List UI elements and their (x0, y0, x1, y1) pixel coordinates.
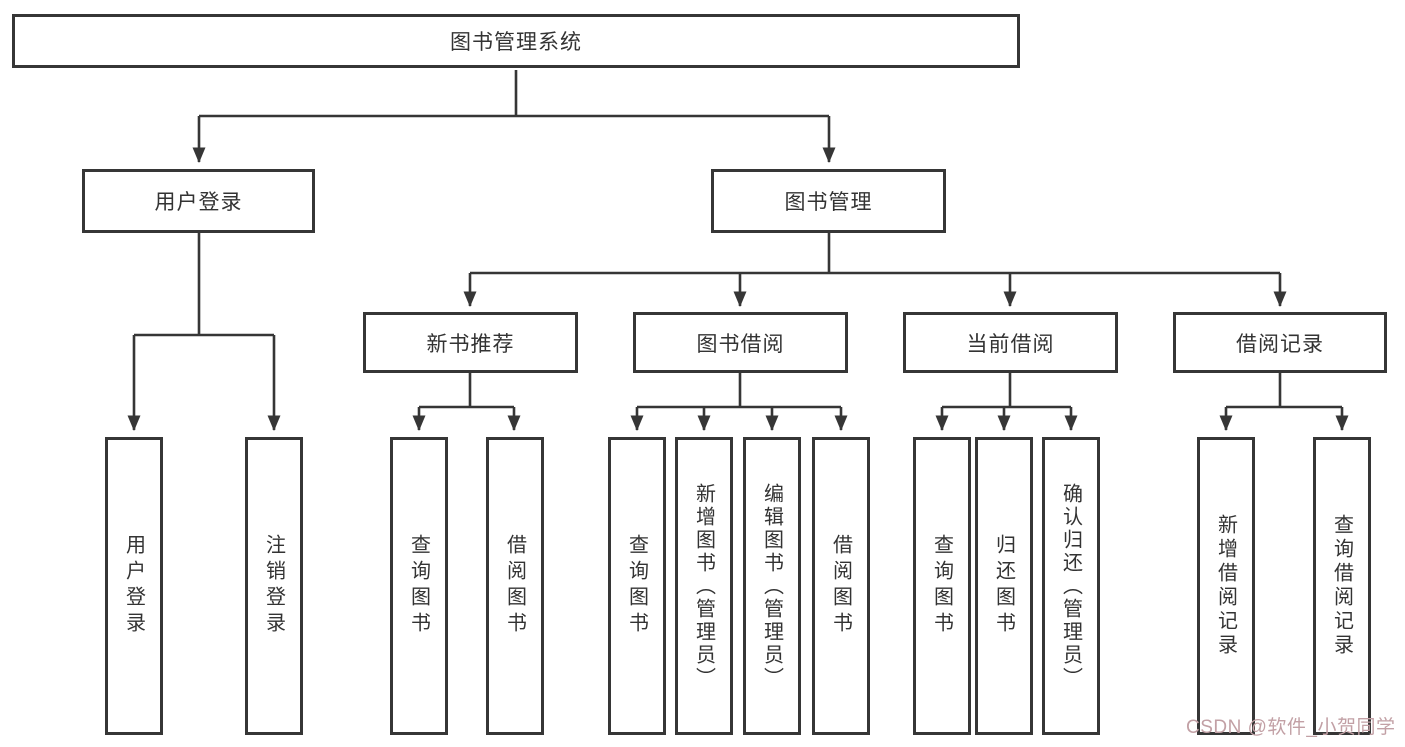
leaf-add-borrow-record-label: 新增借阅记录 (1214, 514, 1237, 658)
leaf-query-books-recommend: 查询图书 (390, 437, 448, 735)
leaf-confirm-return-admin-label: 确认归还（管理员） (1059, 482, 1082, 690)
leaf-add-books-admin: 新增图书（管理员） (675, 437, 733, 735)
leaf-user-login: 用户登录 (105, 437, 163, 735)
leaf-logout: 注销登录 (245, 437, 303, 735)
leaf-edit-books-admin: 编辑图书（管理员） (743, 437, 801, 735)
leaf-borrow-books-recommend-label: 借阅图书 (503, 534, 526, 638)
leaf-add-books-admin-label: 新增图书（管理员） (692, 482, 715, 690)
node-root-system: 图书管理系统 (12, 14, 1020, 68)
node-current-borrow: 当前借阅 (903, 312, 1118, 373)
leaf-query-borrow-record: 查询借阅记录 (1313, 437, 1371, 735)
leaf-borrow-books-recommend: 借阅图书 (486, 437, 544, 735)
leaf-query-books-borrow-label: 查询图书 (625, 534, 648, 638)
leaf-return-books: 归还图书 (975, 437, 1033, 735)
node-user-login: 用户登录 (82, 169, 315, 233)
node-book-borrow: 图书借阅 (633, 312, 848, 373)
leaf-query-books-borrow: 查询图书 (608, 437, 666, 735)
leaf-edit-books-admin-label: 编辑图书（管理员） (760, 482, 783, 690)
node-book-management: 图书管理 (711, 169, 946, 233)
leaf-borrow-books-borrow-label: 借阅图书 (829, 534, 852, 638)
csdn-watermark: CSDN @软件_小贺同学 (1186, 717, 1396, 738)
leaf-return-books-label: 归还图书 (992, 534, 1015, 638)
leaf-logout-label: 注销登录 (262, 534, 285, 638)
node-borrow-records: 借阅记录 (1173, 312, 1387, 373)
leaf-add-borrow-record: 新增借阅记录 (1197, 437, 1255, 735)
leaf-query-books-current-label: 查询图书 (930, 534, 953, 638)
leaf-query-books-recommend-label: 查询图书 (407, 534, 430, 638)
leaf-user-login-label: 用户登录 (122, 534, 145, 638)
node-new-book-recommend: 新书推荐 (363, 312, 578, 373)
leaf-query-books-current: 查询图书 (913, 437, 971, 735)
leaf-borrow-books-borrow: 借阅图书 (812, 437, 870, 735)
leaf-query-borrow-record-label: 查询借阅记录 (1330, 514, 1353, 658)
leaf-confirm-return-admin: 确认归还（管理员） (1042, 437, 1100, 735)
